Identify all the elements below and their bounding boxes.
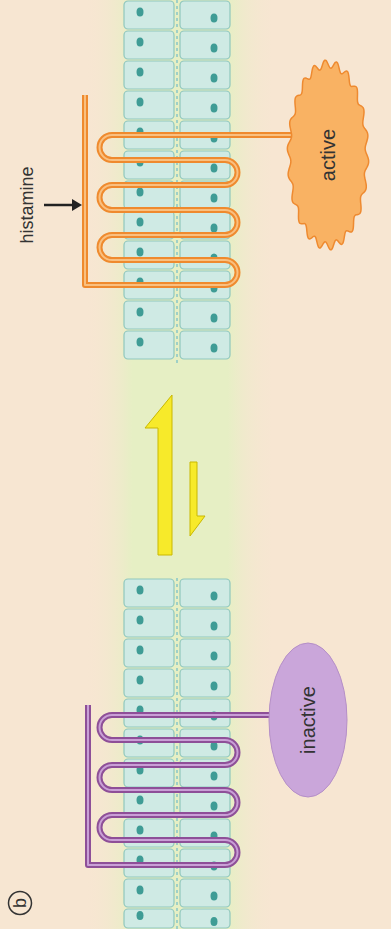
nucleus [211, 224, 218, 233]
nucleus [211, 917, 218, 926]
cell [124, 609, 174, 637]
nucleus [211, 652, 218, 661]
nucleus [211, 892, 218, 901]
ligand-label: histamine [18, 166, 36, 243]
cell [180, 31, 230, 59]
cell [124, 331, 174, 359]
arrow-head [72, 199, 82, 211]
nucleus [211, 164, 218, 173]
nucleus [137, 646, 144, 655]
cell [180, 579, 230, 607]
histamine-arrow [44, 204, 74, 207]
cell [124, 241, 174, 269]
receptor-core [85, 95, 292, 285]
cell [180, 879, 230, 907]
nucleus [137, 68, 144, 77]
receptor-chains [85, 95, 292, 865]
cell [180, 61, 230, 89]
nucleus [137, 338, 144, 347]
nucleus [211, 194, 218, 203]
cell [124, 301, 174, 329]
cell [180, 639, 230, 667]
node-text: inactive [298, 686, 318, 754]
cell [124, 879, 174, 907]
nucleus [137, 676, 144, 685]
cell [124, 151, 174, 179]
cell [124, 579, 174, 607]
cell [180, 669, 230, 697]
nucleus [137, 616, 144, 625]
nucleus [211, 104, 218, 113]
inactive-state: inactive [268, 642, 348, 798]
nucleus [211, 592, 218, 601]
nucleus [137, 248, 144, 257]
cell [180, 909, 230, 928]
receptor-core [88, 705, 274, 865]
cell [180, 151, 230, 179]
nucleus [211, 14, 218, 23]
nucleus [137, 8, 144, 17]
node-text: b [11, 898, 29, 908]
cell [124, 909, 174, 928]
cell [124, 1, 174, 29]
nucleus [137, 218, 144, 227]
nucleus [137, 38, 144, 47]
nucleus [211, 344, 218, 353]
nucleus [137, 796, 144, 805]
cell [180, 241, 230, 269]
node-text: active [318, 129, 338, 181]
receptor-chain [88, 705, 274, 865]
nucleus [137, 308, 144, 317]
panel-label: b [7, 890, 33, 916]
nucleus [211, 682, 218, 691]
cell [180, 91, 230, 119]
nucleus [211, 314, 218, 323]
membrane-glow [85, 0, 275, 929]
nucleus [137, 98, 144, 107]
nucleus [211, 772, 218, 781]
nucleus [137, 586, 144, 595]
nucleus [137, 826, 144, 835]
nucleus [211, 74, 218, 83]
cell-junction [176, 578, 178, 929]
cell [124, 31, 174, 59]
cell [180, 1, 230, 29]
nucleus [211, 622, 218, 631]
active-state: active [285, 60, 371, 250]
cell [124, 91, 174, 119]
nucleus [137, 886, 144, 895]
cell [180, 301, 230, 329]
nucleus [137, 911, 144, 920]
nucleus [137, 188, 144, 197]
cell [180, 331, 230, 359]
cell [180, 609, 230, 637]
cell [124, 639, 174, 667]
nucleus [211, 44, 218, 53]
receptor-chain [85, 95, 292, 285]
cell [124, 61, 174, 89]
reverse-arrow [190, 462, 205, 536]
cell [124, 669, 174, 697]
nucleus [211, 802, 218, 811]
forward-arrow [145, 395, 172, 555]
